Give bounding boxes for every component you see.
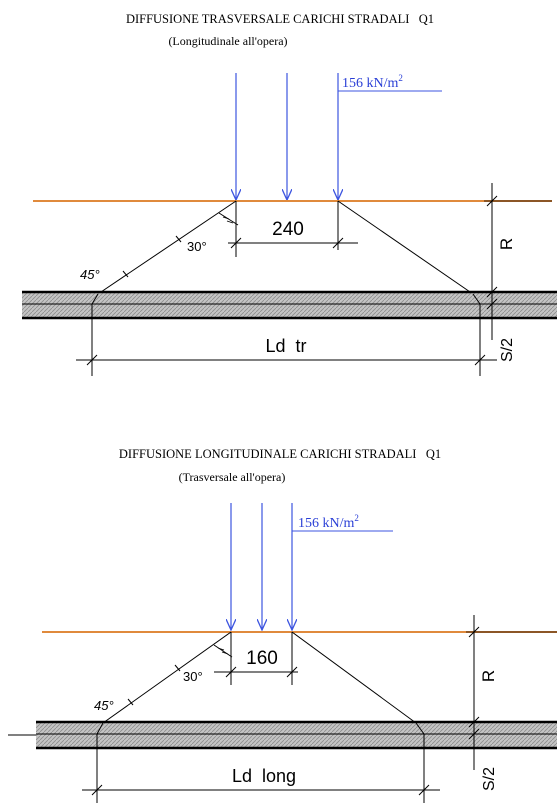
diffusion-line-left	[91, 293, 99, 305]
diffusion-line-right	[472, 293, 481, 305]
panel-transversal: DIFFUSIONE TRASVERSALE CARICHI STRADALI …	[22, 12, 557, 376]
dimension-tick	[230, 237, 242, 249]
r-label: R	[497, 238, 516, 250]
diffusion-tick	[174, 664, 181, 672]
angle-label-30: 30°	[187, 239, 207, 254]
slab	[36, 723, 557, 747]
diffusion-tick	[127, 698, 134, 706]
slab	[22, 293, 557, 317]
dimension-tick	[468, 716, 480, 728]
span-label: Ld tr	[265, 336, 306, 356]
load-value-label: 156 kN/m2	[342, 73, 403, 91]
diffusion-line-right	[337, 200, 474, 295]
angle-label-45: 45°	[94, 698, 114, 713]
dimension-tick	[474, 354, 486, 366]
dimension-tick	[286, 666, 298, 678]
dimension-tick	[468, 626, 480, 638]
panel-title: DIFFUSIONE LONGITUDINALE CARICHI STRADAL…	[119, 447, 441, 461]
s-half-label: S/2	[481, 767, 498, 791]
dimension-tick	[332, 237, 344, 249]
panel-title: DIFFUSIONE TRASVERSALE CARICHI STRADALI …	[126, 12, 434, 26]
diffusion-tick	[175, 235, 182, 243]
dimension-tick	[486, 298, 498, 310]
diffusion-tick	[122, 270, 129, 278]
load-arrows	[236, 73, 338, 200]
angle-hatch	[222, 216, 234, 224]
diffusion-line-left	[102, 631, 232, 724]
load-width-label: 160	[246, 648, 278, 669]
angle-arc	[213, 644, 233, 658]
dimension-tick	[86, 354, 98, 366]
span-label: Ld long	[232, 766, 296, 786]
dimension-tick	[486, 286, 498, 298]
load-value-label: 156 kN/m2	[298, 513, 359, 531]
s-half-label: S/2	[499, 338, 516, 362]
diffusion-line-right	[291, 631, 417, 724]
dimension-tick	[91, 784, 103, 796]
dimension-tick	[486, 195, 498, 207]
panel-subtitle: (Trasversale all'opera)	[179, 470, 286, 484]
diffusion-line-left	[96, 722, 104, 735]
dimension-tick	[225, 666, 237, 678]
panel-subtitle: (Longitudinale all'opera)	[168, 34, 287, 48]
panel-longitudinal: DIFFUSIONE LONGITUDINALE CARICHI STRADAL…	[8, 447, 557, 803]
r-label: R	[479, 670, 498, 682]
angle-hatch	[217, 647, 229, 655]
dimension-tick	[468, 728, 480, 740]
load-width-label: 240	[272, 219, 304, 240]
diffusion-line-right	[415, 722, 425, 735]
angle-label-45: 45°	[80, 267, 100, 282]
dimension-tick	[418, 784, 430, 796]
angle-label-30: 30°	[183, 669, 203, 684]
diffusion-line-left	[97, 200, 237, 295]
load-arrows	[231, 503, 292, 630]
